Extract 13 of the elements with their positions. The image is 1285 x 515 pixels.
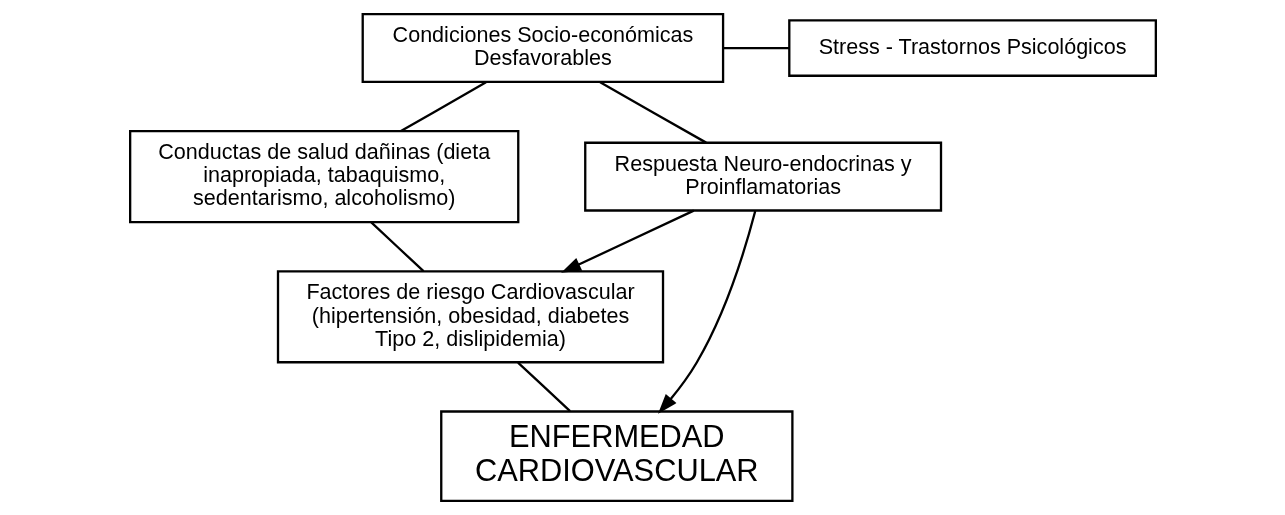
node-box: Conductas de salud dañinas (dieta inapropiada, tabaquismo, sedentarismo, alcoholismo) <box>128 130 519 224</box>
node-box: Condiciones Socio-económicas Desfavorables <box>361 13 724 84</box>
arrow <box>560 209 694 273</box>
node-box: Factores de riesgo Cardiovascular (hipertensión, obesidad, diabetes Tipo 2, dislipidemia) <box>276 270 664 364</box>
connector <box>370 221 424 273</box>
node-box: Stress - Trastornos Psicológicos <box>787 19 1157 77</box>
node-box: ENFERMEDAD CARDIOVASCULAR <box>439 410 794 502</box>
connector <box>399 81 487 133</box>
connector <box>599 81 707 144</box>
arrow <box>657 210 756 414</box>
connector <box>722 46 789 50</box>
node-box: Respuesta Neuro-endocrinas y Proinflamatorias <box>583 141 942 212</box>
connector <box>516 361 571 412</box>
